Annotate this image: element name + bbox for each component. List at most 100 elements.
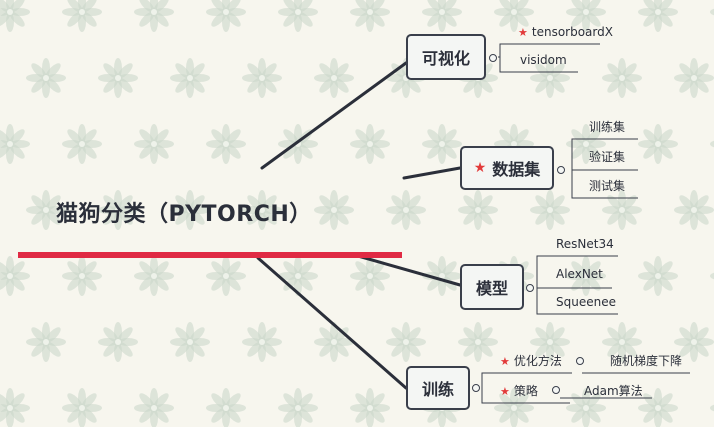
leaf-visidom-label: visidom xyxy=(520,53,567,67)
flower-ornament xyxy=(494,0,534,32)
flower-ornament xyxy=(0,256,30,296)
leaf-optimizer-detail[interactable]: 随机梯度下降 xyxy=(610,354,682,368)
flower-ornament xyxy=(314,322,354,362)
root-underline-bar xyxy=(18,252,402,258)
flower-ornament xyxy=(530,322,570,362)
flower-ornament xyxy=(242,322,282,362)
collapse-knob-icon[interactable] xyxy=(472,384,480,392)
flower-ornament xyxy=(674,190,714,230)
node-dataset-label: 数据集 xyxy=(492,160,541,179)
flower-ornament xyxy=(98,58,138,98)
flower-ornament xyxy=(314,190,354,230)
flower-ornament xyxy=(422,124,462,164)
flower-ornament xyxy=(602,322,642,362)
root-title[interactable]: 猫狗分类（PYTORCH） xyxy=(56,202,312,227)
flower-ornament xyxy=(278,0,318,32)
leaf-optimizer[interactable]: ★优化方法 xyxy=(500,354,562,369)
leaf-optimizer-detail-label: 随机梯度下降 xyxy=(610,354,683,368)
flower-ornament xyxy=(0,388,30,427)
leaf-strategy-detail[interactable]: Adam算法 xyxy=(584,384,643,398)
flower-ornament xyxy=(350,256,390,296)
node-dataset[interactable]: ★ 数据集 xyxy=(460,146,554,190)
flower-ornament xyxy=(98,190,138,230)
flower-ornament xyxy=(674,58,714,98)
flower-ornament xyxy=(638,388,678,427)
leaf-strategy-label: 策略 xyxy=(513,384,538,398)
flower-ornament xyxy=(206,388,246,427)
flower-ornament xyxy=(62,124,102,164)
leaf-alexnet[interactable]: AlexNet xyxy=(556,267,603,281)
leaf-visidom[interactable]: visidom xyxy=(520,53,567,67)
flower-ornament xyxy=(98,322,138,362)
leaf-val-set-label: 验证集 xyxy=(589,150,626,164)
leaf-resnet34[interactable]: ResNet34 xyxy=(556,237,614,251)
flower-ornament xyxy=(206,256,246,296)
flower-ornament xyxy=(566,388,606,427)
flower-ornament xyxy=(134,388,174,427)
leaf-strategy-detail-label: Adam算法 xyxy=(584,384,643,398)
flower-ornament xyxy=(386,322,426,362)
flower-ornament xyxy=(134,124,174,164)
star-icon: ★ xyxy=(473,160,487,176)
flower-ornament xyxy=(674,322,714,362)
leaf-train-set[interactable]: 训练集 xyxy=(589,120,625,134)
flower-ornament xyxy=(26,322,66,362)
flower-ornament xyxy=(278,124,318,164)
flower-ornament xyxy=(458,322,498,362)
flower-ornament xyxy=(278,388,318,427)
flower-ornament xyxy=(206,0,246,32)
flower-ornament xyxy=(530,58,570,98)
leaf-strategy[interactable]: ★策略 xyxy=(500,384,538,399)
flower-ornament xyxy=(0,0,30,32)
node-model-label: 模型 xyxy=(475,279,508,298)
node-train[interactable]: 训练 xyxy=(406,366,470,410)
leaf-val-set[interactable]: 验证集 xyxy=(589,150,625,164)
flower-ornament xyxy=(638,256,678,296)
star-icon: ★ xyxy=(518,26,528,39)
leaf-test-set-label: 测试集 xyxy=(589,179,626,193)
star-icon: ★ xyxy=(500,385,510,398)
leaf-test-set[interactable]: 测试集 xyxy=(589,179,625,193)
collapse-knob-icon[interactable] xyxy=(489,54,497,62)
flower-ornament xyxy=(62,256,102,296)
flower-ornament xyxy=(26,58,66,98)
collapse-knob-icon[interactable] xyxy=(576,357,584,365)
flower-ornament xyxy=(566,0,606,32)
flower-ornament xyxy=(206,124,246,164)
collapse-knob-icon[interactable] xyxy=(552,386,560,394)
flower-ornament xyxy=(350,0,390,32)
flower-ornament xyxy=(170,190,210,230)
flower-ornament xyxy=(62,0,102,32)
flower-ornament xyxy=(314,58,354,98)
flower-ornament xyxy=(422,0,462,32)
leaf-squeenee[interactable]: Squeenee xyxy=(556,295,616,309)
node-model[interactable]: 模型 xyxy=(460,264,524,310)
flower-ornament xyxy=(530,190,570,230)
flower-ornament xyxy=(134,256,174,296)
flower-ornament xyxy=(386,190,426,230)
flower-ornament xyxy=(242,58,282,98)
flower-ornament xyxy=(170,58,210,98)
collapse-knob-icon[interactable] xyxy=(557,166,565,174)
collapse-knob-icon[interactable] xyxy=(526,284,534,292)
flower-ornament xyxy=(26,190,66,230)
flower-ornament xyxy=(242,190,282,230)
flower-ornament xyxy=(0,124,30,164)
leaf-tensorboardx-label: tensorboardX xyxy=(531,25,613,39)
flower-ornament xyxy=(602,190,642,230)
flower-ornament xyxy=(350,124,390,164)
leaf-train-set-label: 训练集 xyxy=(589,120,626,134)
flower-ornament xyxy=(62,388,102,427)
node-train-label: 训练 xyxy=(421,380,454,399)
leaf-squeenee-label: Squeenee xyxy=(556,295,616,309)
leaf-tensorboardx[interactable]: ★tensorboardX xyxy=(518,25,613,40)
flower-ornament xyxy=(350,388,390,427)
flower-ornament xyxy=(458,190,498,230)
node-visualize[interactable]: 可视化 xyxy=(406,34,486,80)
leaf-resnet34-label: ResNet34 xyxy=(556,237,614,251)
flower-ornament xyxy=(602,58,642,98)
flower-ornament xyxy=(566,256,606,296)
leaf-alexnet-label: AlexNet xyxy=(556,267,603,281)
